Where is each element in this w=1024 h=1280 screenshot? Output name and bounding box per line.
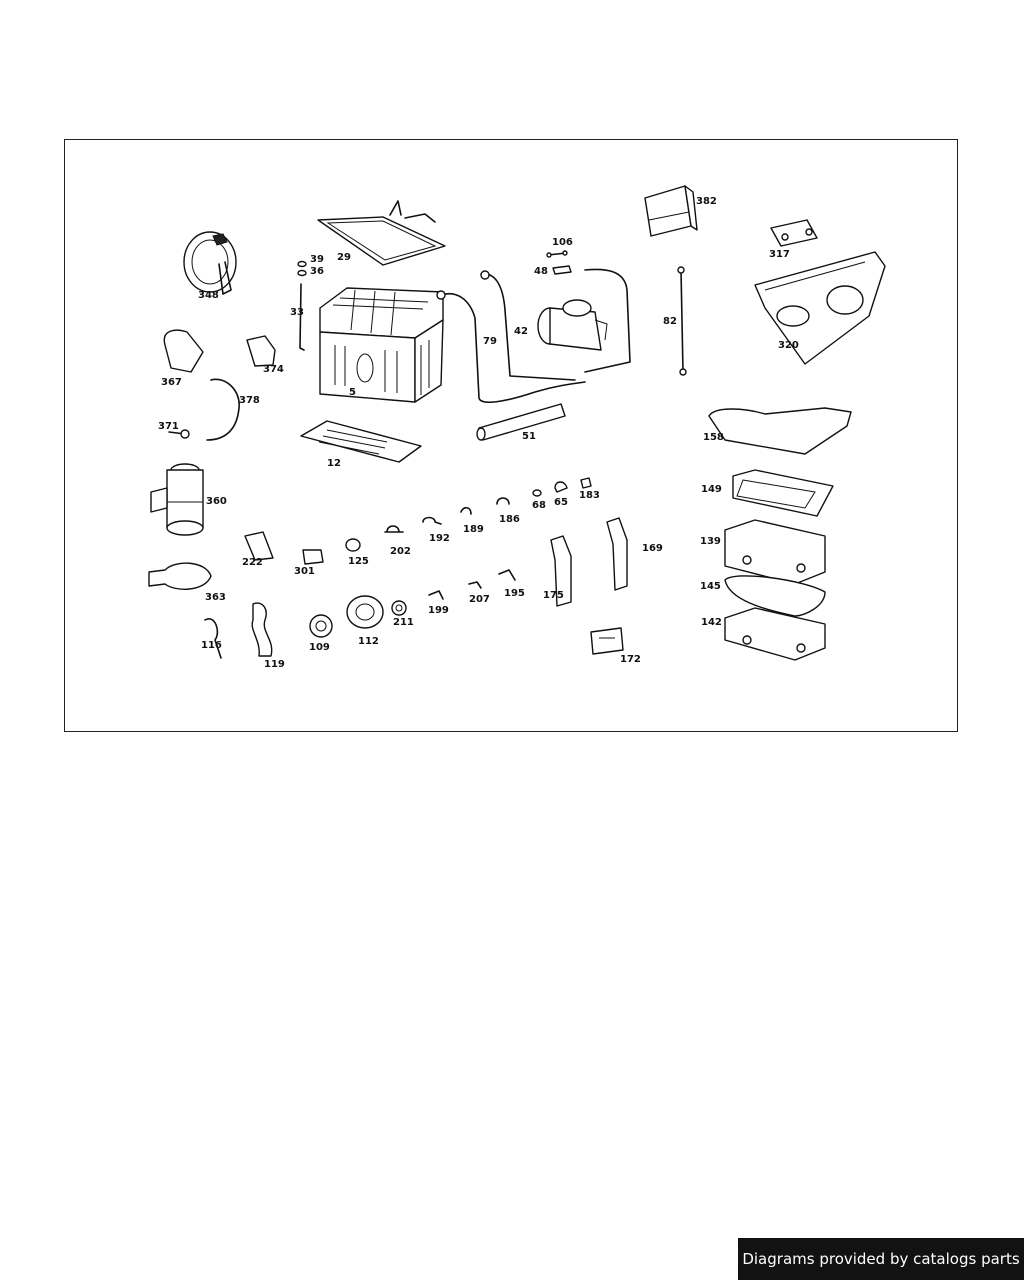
brackets-175-169-172 xyxy=(550,517,628,655)
part-label: 211 xyxy=(393,617,414,628)
bolts-and-rod xyxy=(297,260,307,351)
part-label: 65 xyxy=(554,497,568,508)
part-label: 33 xyxy=(290,307,304,318)
part-label: 183 xyxy=(579,490,600,501)
ignition-coil-part xyxy=(150,463,204,536)
panel-320-part xyxy=(754,251,886,365)
part-label: 195 xyxy=(504,588,525,599)
part-label: 222 xyxy=(242,557,263,568)
part-label: 42 xyxy=(514,326,528,337)
horn-part xyxy=(183,231,237,295)
part-label: 378 xyxy=(239,395,260,406)
part-label: 192 xyxy=(429,533,450,544)
part-label: 301 xyxy=(294,566,315,577)
battery-plate-part xyxy=(300,420,422,463)
clamp-363-part xyxy=(148,562,212,590)
grommets-109-112-211 xyxy=(309,595,407,638)
tube-part xyxy=(476,403,566,441)
part-label: 145 xyxy=(700,581,721,592)
part-label: 68 xyxy=(532,500,546,511)
exploded-parts-drawing xyxy=(148,185,886,661)
part-label: 48 xyxy=(534,266,548,277)
battery-part xyxy=(319,287,444,403)
part-label: 142 xyxy=(701,617,722,628)
part-label: 382 xyxy=(696,196,717,207)
part-label: 186 xyxy=(499,514,520,525)
part-label: 51 xyxy=(522,431,536,442)
part-label: 106 xyxy=(552,237,573,248)
part-label: 371 xyxy=(158,421,179,432)
middle-row-clips xyxy=(244,477,592,600)
part-label: 317 xyxy=(769,249,790,260)
part-label: 112 xyxy=(358,636,379,647)
attribution-footer: Diagrams provided by catalogs parts xyxy=(738,1238,1024,1280)
part-label: 374 xyxy=(263,364,284,375)
parts-diagram-frame: 382 317 29 106 39 36 48 348 33 82 79 42 … xyxy=(64,139,958,732)
part-label: 79 xyxy=(483,336,497,347)
part-label: 348 xyxy=(198,290,219,301)
part-label: 125 xyxy=(348,556,369,567)
part-label: 109 xyxy=(309,642,330,653)
clamps-106-48 xyxy=(546,250,572,275)
heater-cover-parts xyxy=(708,407,852,661)
grommets-116-119 xyxy=(204,602,273,659)
relay-317-part xyxy=(770,219,818,247)
part-label: 139 xyxy=(700,536,721,547)
part-label: 82 xyxy=(663,316,677,327)
part-label: 158 xyxy=(703,432,724,443)
part-label: 169 xyxy=(642,543,663,554)
part-label: 199 xyxy=(428,605,449,616)
part-label: 207 xyxy=(469,594,490,605)
part-label: 119 xyxy=(264,659,285,670)
part-label: 363 xyxy=(205,592,226,603)
part-label: 360 xyxy=(206,496,227,507)
part-label: 172 xyxy=(620,654,641,665)
part-label: 320 xyxy=(778,340,799,351)
part-label: 189 xyxy=(463,524,484,535)
battery-tray-part xyxy=(317,200,446,266)
part-label: 29 xyxy=(337,252,351,263)
cables-part xyxy=(436,266,687,404)
part-label: 149 xyxy=(701,484,722,495)
part-label: 202 xyxy=(390,546,411,557)
part-label: 5 xyxy=(349,387,356,398)
part-label: 175 xyxy=(543,590,564,601)
starter-motor-part xyxy=(537,299,608,351)
part-label: 116 xyxy=(201,640,222,651)
part-label: 12 xyxy=(327,458,341,469)
part-label: 36 xyxy=(310,266,324,277)
part-label: 367 xyxy=(161,377,182,388)
ignition-small-parts xyxy=(163,329,276,441)
attribution-text: Diagrams provided by catalogs parts xyxy=(742,1250,1020,1268)
part-label: 39 xyxy=(310,254,324,265)
relay-part xyxy=(644,185,698,237)
